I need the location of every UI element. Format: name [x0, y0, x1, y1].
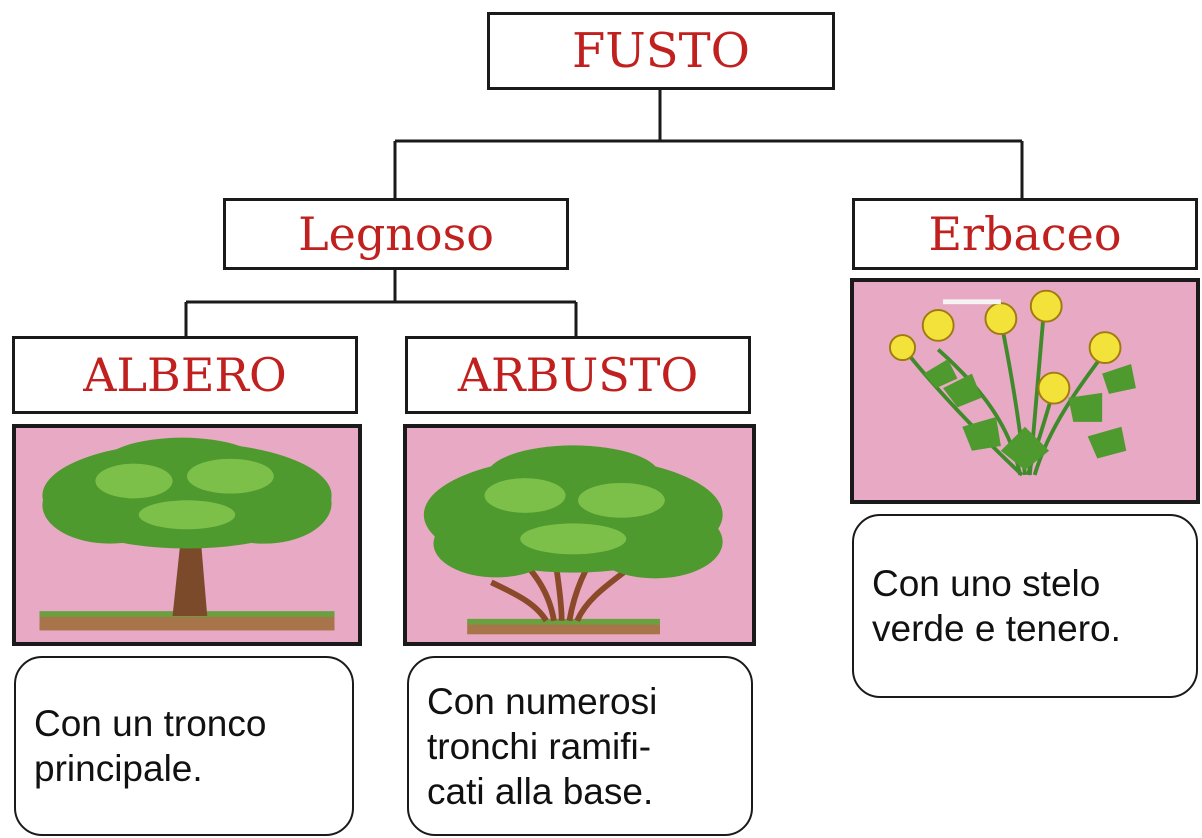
- tree-description-text: Con un tronco principale.: [34, 703, 267, 789]
- flower-plant-icon: [888, 289, 1136, 477]
- herb-description-text: Con uno stelo verde e tenero.: [872, 563, 1121, 649]
- tree-description: Con un tronco principale.: [14, 656, 354, 836]
- tree-picture: [12, 424, 362, 646]
- tree-title: ALBERO: [83, 348, 287, 402]
- shrub-node: ARBUSTO: [405, 336, 751, 414]
- shrub-title: ARBUSTO: [457, 348, 699, 402]
- tree-icon: [39, 437, 335, 631]
- root-node: FUSTO: [487, 12, 835, 90]
- herbaceous-title: Erbaceo: [928, 207, 1122, 261]
- tree-node: ALBERO: [12, 336, 358, 414]
- herb-picture: [850, 278, 1200, 504]
- woody-title: Legnoso: [298, 207, 494, 261]
- shrub-description-text: Con numerosi tronchi ramifi- cati alla b…: [427, 680, 658, 812]
- herb-description: Con uno stelo verde e tenero.: [852, 514, 1198, 698]
- shrub-icon: [423, 445, 723, 635]
- woody-node: Legnoso: [223, 198, 569, 270]
- root-title: FUSTO: [571, 23, 750, 79]
- herbaceous-node: Erbaceo: [852, 198, 1198, 270]
- shrub-description: Con numerosi tronchi ramifi- cati alla b…: [407, 656, 753, 836]
- shrub-picture: [403, 424, 756, 646]
